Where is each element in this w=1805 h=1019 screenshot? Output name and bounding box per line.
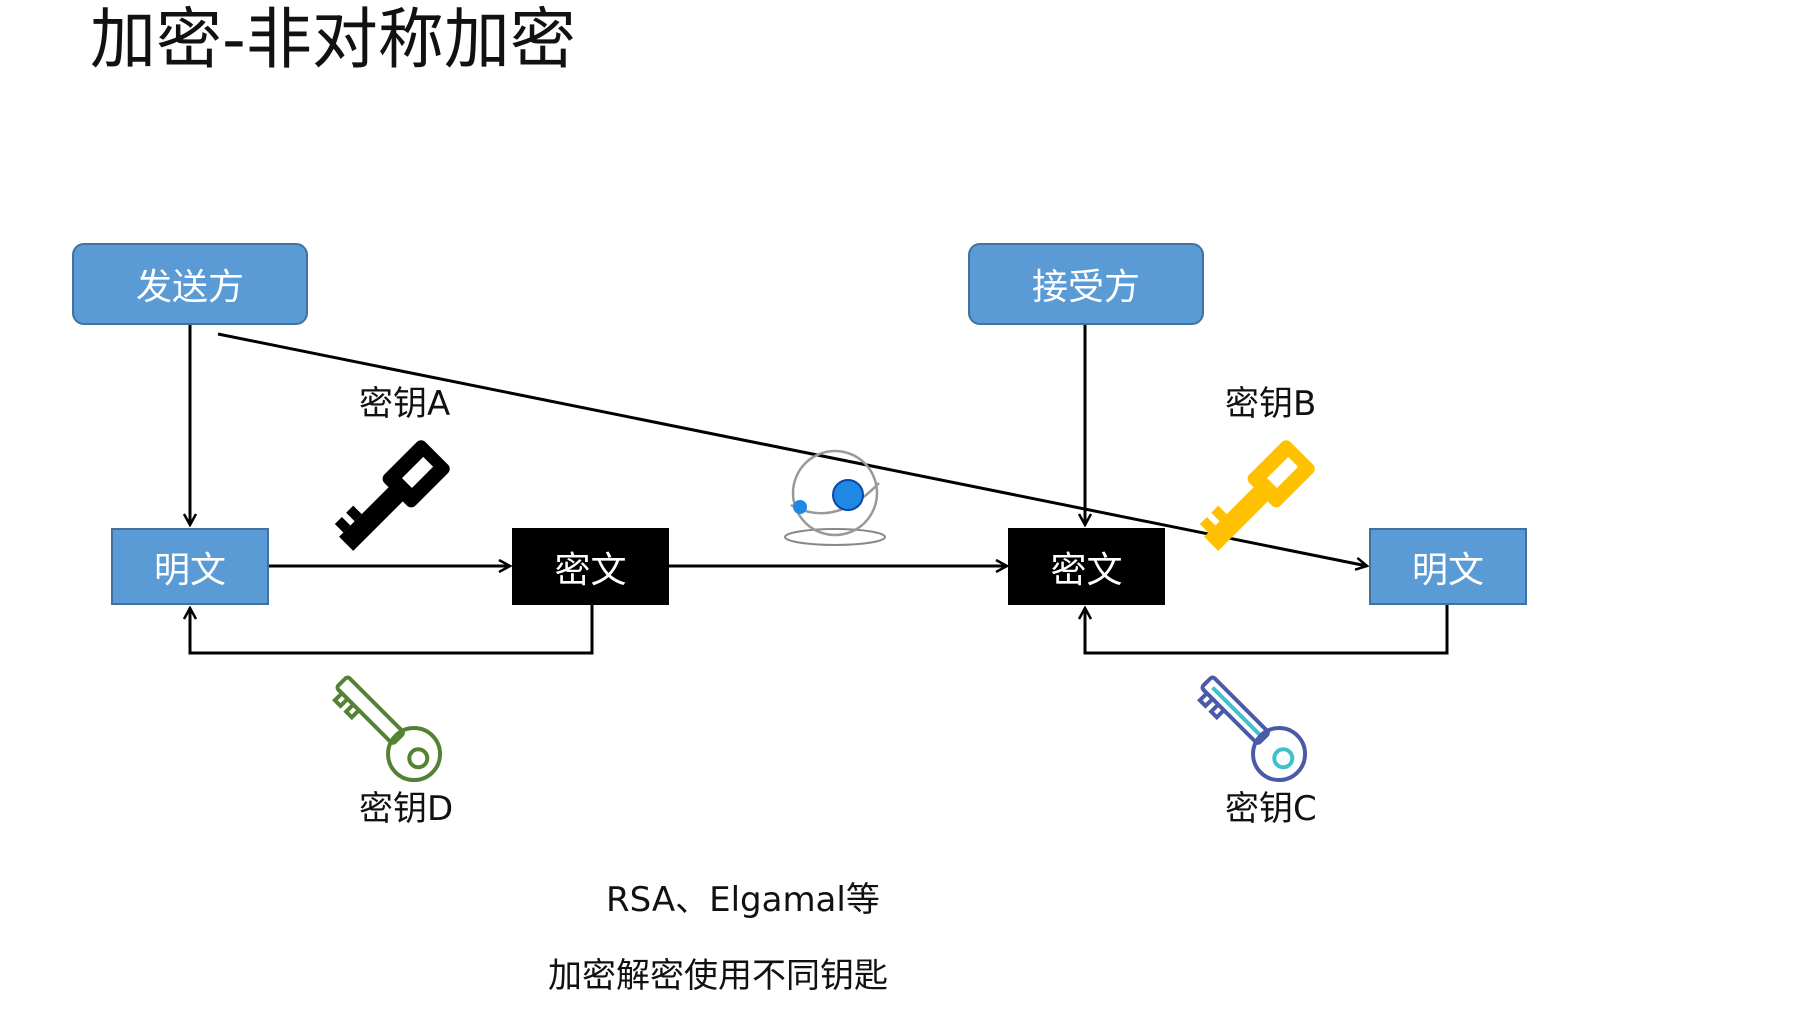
key-icon: [1197, 675, 1308, 783]
page-title: 加密-非对称加密: [90, 1, 576, 78]
description-note: 加密解密使用不同钥匙: [548, 956, 888, 996]
arrow-ciphertext-back-left: [190, 604, 594, 655]
key-icon: [332, 675, 443, 783]
key-a-label: 密钥A: [359, 384, 451, 424]
plaintext-right-box: 明文: [1369, 528, 1527, 605]
key-d-label: 密钥D: [359, 789, 454, 829]
key-b-label: 密钥B: [1225, 384, 1317, 424]
plaintext-left-box: 明文: [111, 528, 269, 605]
key-icon: [1199, 440, 1315, 551]
arrow-sender-to-plaintext-right: [217, 332, 1367, 566]
algorithms-note: RSA、Elgamal等: [606, 880, 880, 920]
receiver-box: 接受方: [968, 243, 1204, 325]
key-c-label: 密钥C: [1225, 789, 1317, 829]
ciphertext-left-box: 密文: [512, 528, 669, 605]
arrow-plaintext-back-right: [1085, 604, 1449, 655]
key-icon: [334, 440, 450, 551]
sender-box: 发送方: [72, 243, 308, 325]
network-icon: [784, 449, 886, 546]
ciphertext-right-box: 密文: [1008, 528, 1165, 605]
